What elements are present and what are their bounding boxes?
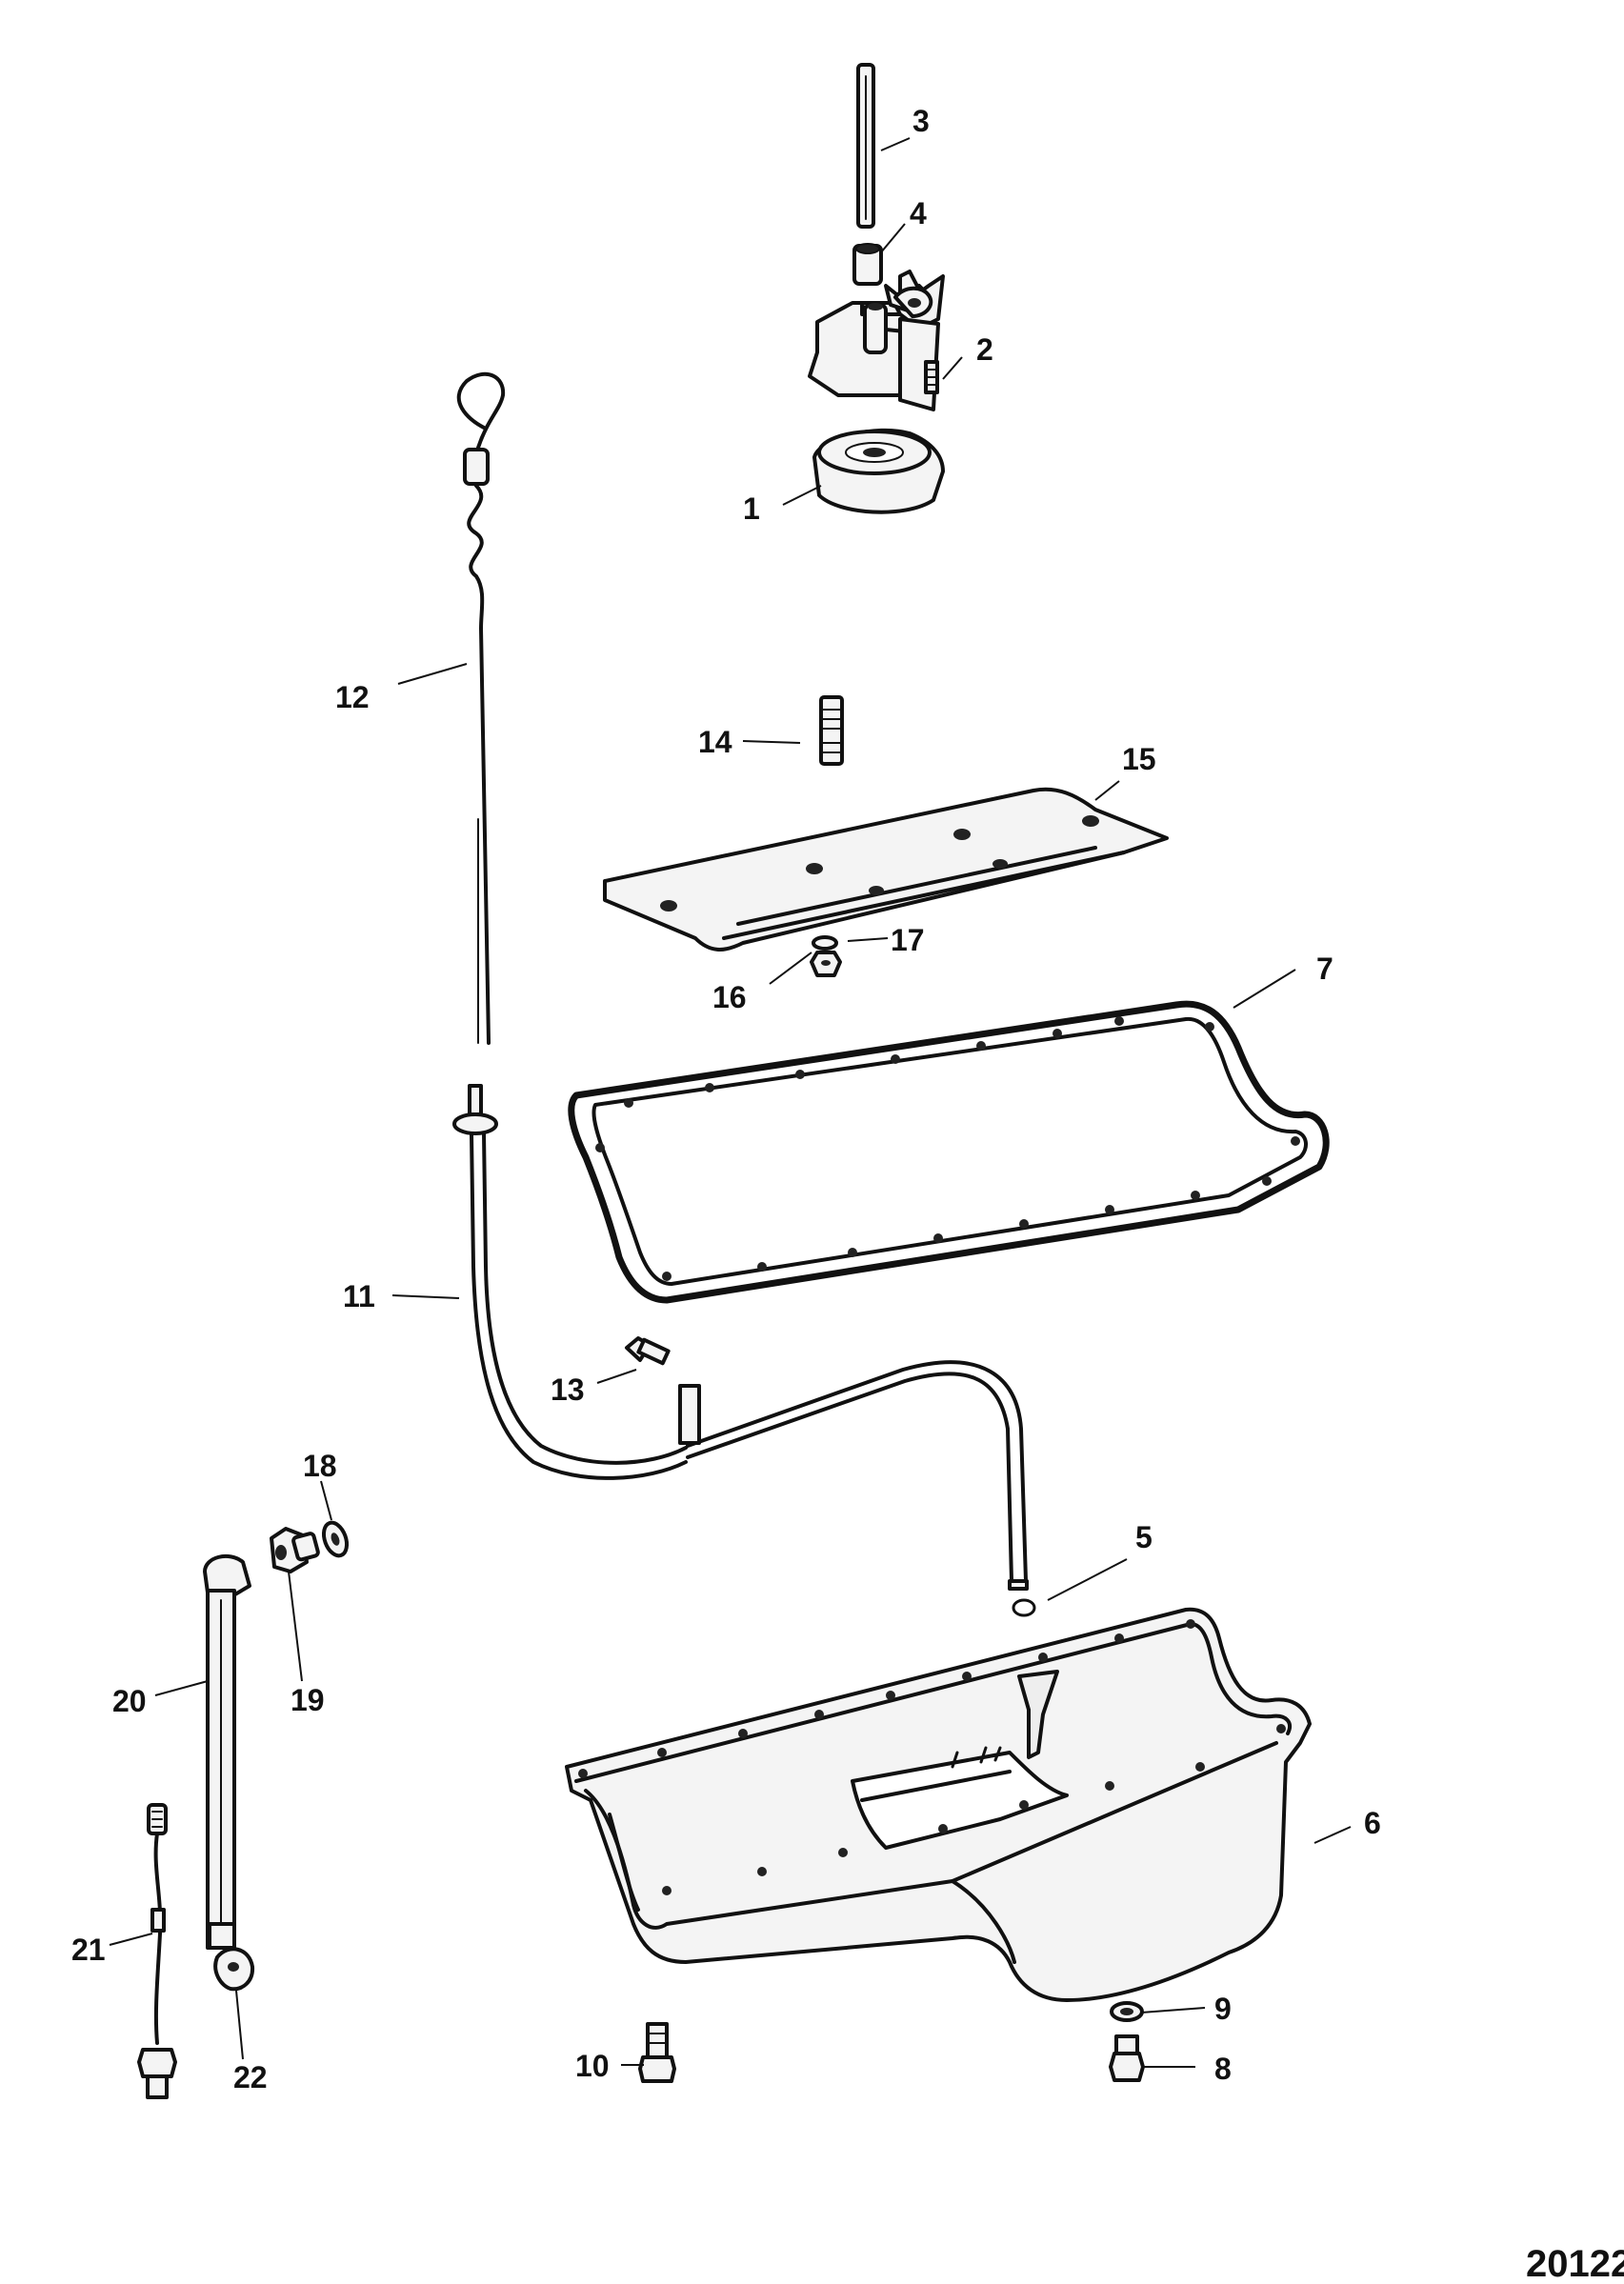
callout-18: 18 [303,1449,337,1483]
callout-9: 9 [1214,1992,1232,2026]
callout-20: 20 [112,1684,147,1718]
callout-10: 10 [575,2049,610,2083]
callout-5: 5 [1135,1520,1153,1554]
part-18-washer [321,1520,350,1558]
part-16-washer [812,935,838,951]
part-17-nut [810,951,842,977]
part-22-clamp [213,1947,255,1992]
callout-12: 12 [335,680,370,714]
callout-16: 16 [712,980,747,1014]
part-11-dipstick-tube [452,1084,1029,1591]
part-10-bolt [638,2022,676,2083]
callout-6: 6 [1364,1806,1381,1840]
callout-22: 22 [233,2060,268,2094]
callout-15: 15 [1122,742,1156,776]
part-2-pump-stud [924,360,939,394]
callout-21: 21 [71,1933,106,1967]
part-15-windage-tray [603,787,1169,952]
leader-lines [109,137,1352,2068]
part-8-drain-plug [1109,2034,1145,2082]
part-21-sender-lead [137,1803,177,2099]
callout-17: 17 [891,923,925,957]
part-5-o-ring [1012,1598,1036,1617]
figure-number: 20122 [1526,2243,1624,2284]
part-4-shaft-collar [852,243,883,286]
callout-labels: 3 4 2 1 12 14 15 17 16 7 11 13 18 5 20 1… [71,104,1381,2094]
callout-13: 13 [551,1372,585,1407]
callout-7: 7 [1316,952,1333,986]
part-3-pump-shaft [856,63,875,229]
callout-3: 3 [912,104,930,138]
callout-19: 19 [291,1683,325,1717]
part-19-fitting [270,1527,320,1573]
callout-1: 1 [743,491,760,526]
callout-2: 2 [976,332,993,367]
pan-bolt-holes [578,1619,1286,1895]
part-20-remote-tube [203,1553,251,1950]
part-7-pan-gasket [568,1000,1330,1304]
callout-11: 11 [343,1279,375,1313]
callout-8: 8 [1214,2052,1232,2086]
part-13-bolt [625,1336,671,1366]
callout-4: 4 [910,196,927,230]
part-12-dipstick [456,371,506,1045]
part-6-oil-pan [565,1607,1312,2002]
callout-14: 14 [698,725,732,759]
gasket-bolt-holes [595,1016,1300,1281]
part-9-drain-gasket [1110,2001,1144,2022]
part-14-stud [819,695,844,766]
part-1-oil-pump [808,270,945,514]
